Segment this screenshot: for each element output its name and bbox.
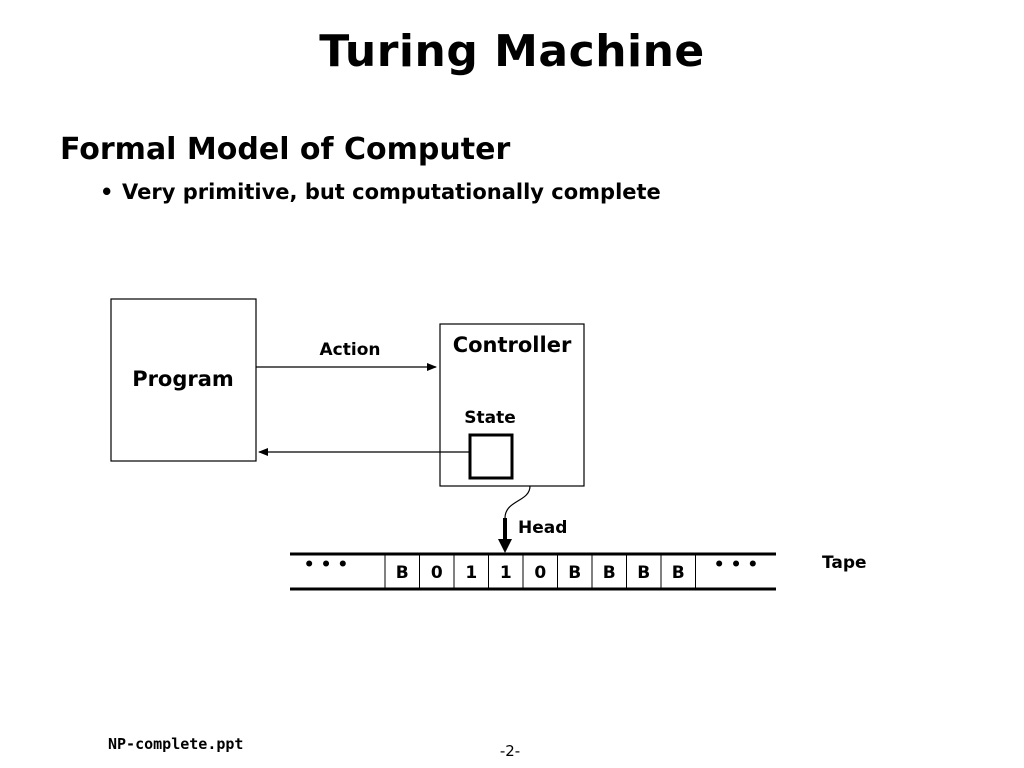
footer-filename: NP-complete.ppt — [108, 735, 244, 753]
program-box — [110, 298, 257, 462]
tape-cell-symbol: 0 — [431, 563, 443, 583]
tape-cell-symbol: B — [396, 563, 409, 583]
section-heading: Formal Model of Computer — [60, 132, 511, 167]
action-label: Action — [319, 340, 381, 360]
footer-page-number: -2- — [499, 742, 521, 760]
tape-cell-symbol: 1 — [465, 563, 477, 583]
bullet-text: Very primitive, but computationally comp… — [122, 180, 661, 204]
tape-cell-symbol: B — [603, 563, 616, 583]
controller-label: Controller — [452, 333, 572, 357]
head-connector — [504, 485, 531, 519]
tape-cell-symbol: B — [568, 563, 581, 583]
tape-label: Tape — [822, 553, 867, 573]
bullet-item: • Very primitive, but computationally com… — [100, 180, 661, 204]
bullet-marker: • — [100, 180, 114, 204]
tape-ellipsis-left: • • • — [304, 555, 348, 575]
tape-cell-symbol: 1 — [500, 563, 512, 583]
slide-title: Turing Machine — [319, 26, 705, 77]
tape-ellipsis-right: • • • — [714, 555, 758, 575]
tape-cells: B 0 1 1 0 B B B B — [384, 554, 696, 589]
controller-box — [439, 323, 585, 487]
state-box — [468, 433, 514, 480]
state-label: State — [464, 408, 516, 428]
tape-cell-symbol: B — [672, 563, 685, 583]
tape-cell-symbol: 0 — [534, 563, 546, 583]
program-label: Program — [132, 367, 234, 391]
tape-cell-symbol: B — [637, 563, 650, 583]
head-label: Head — [518, 518, 568, 538]
head-arrowhead — [498, 539, 512, 553]
